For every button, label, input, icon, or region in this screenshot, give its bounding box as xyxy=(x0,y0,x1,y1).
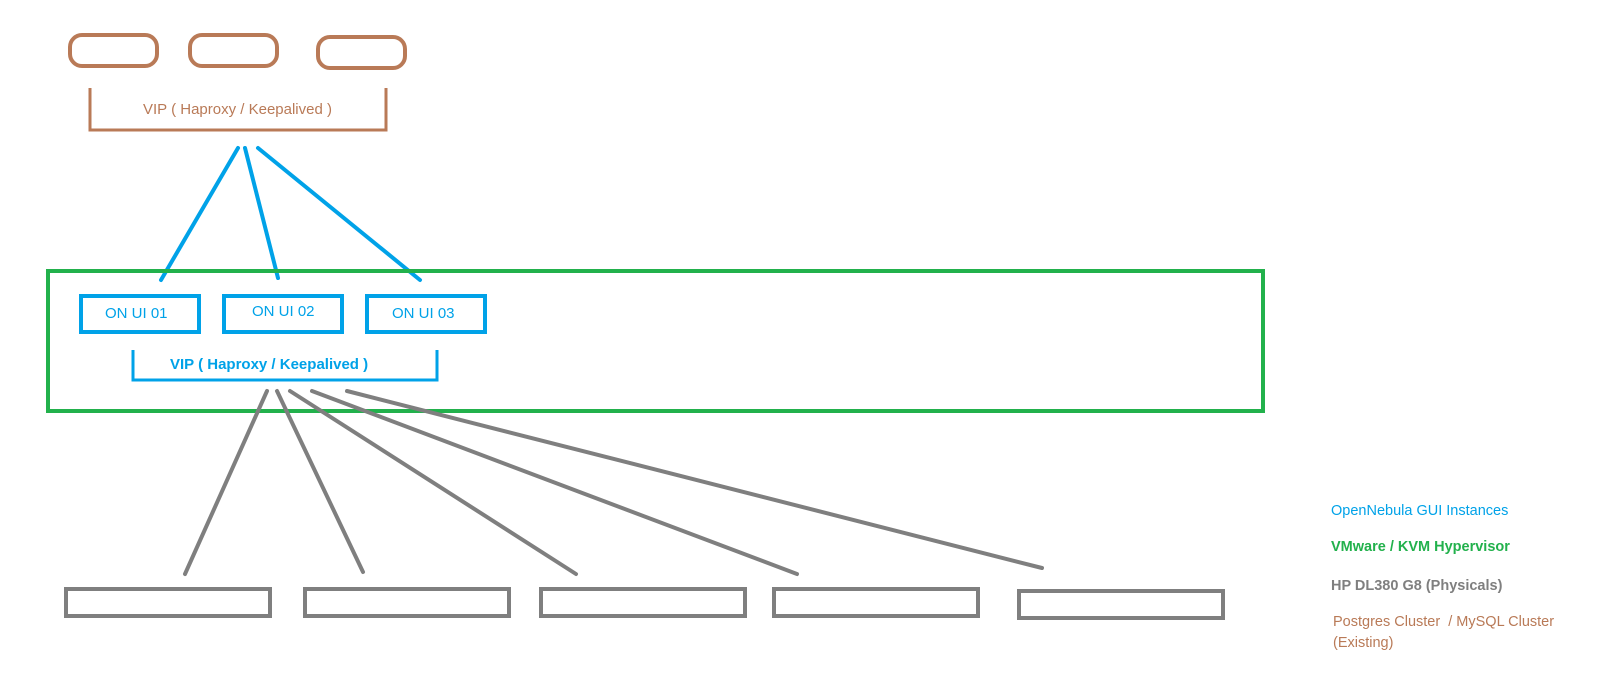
legend-database-note: (Existing) xyxy=(1333,635,1394,651)
physical-server xyxy=(64,587,272,618)
vip-to-physical-connectors xyxy=(183,389,1044,576)
database-node xyxy=(188,33,279,68)
connector-line xyxy=(345,389,1044,570)
ui-instance-label: ON UI 03 xyxy=(392,305,455,322)
inner-vip-label: VIP ( Haproxy / Keepalived ) xyxy=(170,356,369,373)
hypervisor-box xyxy=(46,269,1265,413)
database-node xyxy=(316,35,407,70)
physical-server xyxy=(772,587,980,618)
inner-vip-bracket xyxy=(131,350,439,382)
connector-line xyxy=(183,389,269,576)
physical-server xyxy=(303,587,511,618)
database-cluster xyxy=(68,33,407,70)
physical-server xyxy=(1017,589,1225,620)
connector-line xyxy=(288,389,578,576)
connector-line xyxy=(256,146,422,282)
ui-instance-boxes xyxy=(79,294,487,334)
top-vip-label: VIP ( Haproxy / Keepalived ) xyxy=(143,101,332,118)
ui-instance-label: ON UI 02 xyxy=(252,303,315,320)
connector-line xyxy=(243,146,280,280)
database-node xyxy=(68,33,159,68)
connector-line xyxy=(275,389,365,574)
legend-opennebula: OpenNebula GUI Instances xyxy=(1331,503,1509,519)
connector-line xyxy=(159,146,240,282)
top-vip-bracket xyxy=(88,88,388,132)
vip-to-ui-connectors xyxy=(159,146,422,282)
legend-hypervisor: VMware / KVM Hypervisor xyxy=(1331,539,1510,555)
ui-instance-box xyxy=(365,294,487,334)
legend-physical: HP DL380 G8 (Physicals) xyxy=(1331,578,1503,594)
physical-servers xyxy=(64,587,1225,620)
connector-line xyxy=(310,389,799,576)
ui-instance-box xyxy=(222,294,344,334)
physical-server xyxy=(539,587,747,618)
ui-instance-label: ON UI 01 xyxy=(105,305,168,322)
legend-database: Postgres Cluster / MySQL Cluster xyxy=(1333,614,1555,630)
ui-instance-box xyxy=(79,294,201,334)
